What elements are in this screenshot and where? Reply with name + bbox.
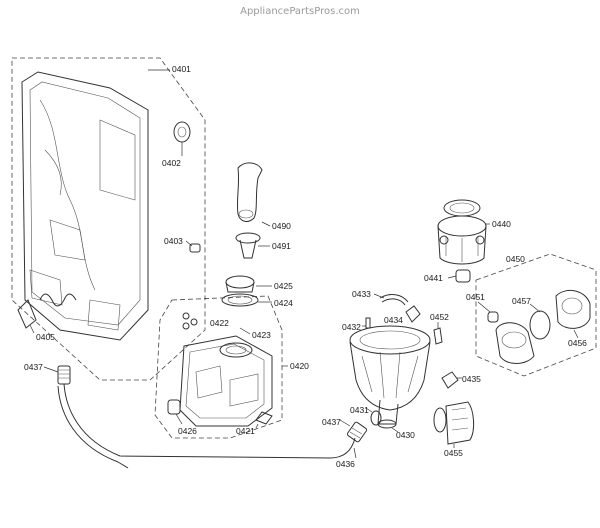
label-0434: 0434	[384, 315, 403, 325]
callout-labels: 0401 0402 0403 0405 0437 0490 0491 0425 …	[24, 64, 587, 469]
hose-right-drawing	[329, 419, 368, 459]
label-0450: 0450	[506, 254, 525, 264]
part-0402-drawing	[173, 121, 191, 156]
watermark: AppliancePartsPros.com	[240, 6, 360, 17]
label-0435: 0435	[462, 374, 481, 384]
label-0491: 0491	[272, 241, 291, 251]
label-0451: 0451	[466, 292, 485, 302]
part-0490-drawing	[236, 162, 271, 227]
label-0430: 0430	[396, 430, 415, 440]
label-0405: 0405	[36, 332, 55, 342]
label-0426: 0426	[178, 426, 197, 436]
small-parts-drawing	[362, 293, 443, 345]
label-0403: 0403	[164, 236, 183, 246]
label-0437-left: 0437	[24, 362, 43, 372]
label-0433: 0433	[352, 289, 371, 299]
label-0425: 0425	[274, 281, 293, 291]
label-0437-right: 0437	[322, 417, 341, 427]
label-0423: 0423	[252, 330, 271, 340]
part-0491-drawing	[235, 232, 270, 259]
part-0426-0421-drawing	[167, 399, 273, 429]
label-0452: 0452	[430, 312, 449, 322]
part-0403-drawing	[185, 240, 201, 253]
label-0490: 0490	[272, 221, 291, 231]
label-0432: 0432	[342, 322, 361, 332]
label-0456: 0456	[568, 338, 587, 348]
label-0457: 0457	[512, 296, 531, 306]
label-0440: 0440	[492, 219, 511, 229]
label-0421: 0421	[236, 426, 255, 436]
motor-0440-drawing	[437, 199, 490, 283]
part-0405-drawing	[17, 299, 37, 334]
heater-pump-group-drawing	[475, 253, 597, 377]
hose-left-drawing	[43, 365, 331, 469]
label-0422: 0422	[210, 318, 229, 328]
pump-housing-drawing	[349, 325, 431, 433]
label-0455: 0455	[444, 448, 463, 458]
base-panel-drawing	[11, 57, 206, 381]
label-0431: 0431	[350, 405, 369, 415]
part-0435-0455-drawing	[433, 371, 475, 448]
label-0424: 0424	[274, 298, 293, 308]
label-0441: 0441	[424, 273, 443, 283]
label-0402: 0402	[162, 158, 181, 168]
part-0425-0424-drawing	[221, 275, 272, 307]
label-0420: 0420	[290, 361, 309, 371]
label-0401: 0401	[172, 64, 191, 74]
sump-group-drawing	[154, 295, 288, 439]
label-0436: 0436	[336, 459, 355, 469]
